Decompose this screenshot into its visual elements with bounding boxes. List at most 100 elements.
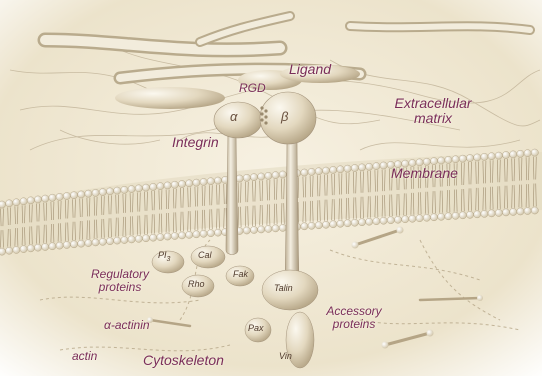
lipid-head	[186, 180, 193, 187]
lipid-head	[6, 200, 13, 207]
lipid-head	[121, 236, 128, 243]
lipid-head	[99, 238, 106, 245]
lipid-head	[495, 152, 502, 159]
lipid-head	[171, 181, 178, 188]
lipid-head	[49, 194, 56, 201]
pi3-base: PI	[158, 250, 167, 260]
regulatory-line-2: proteins	[80, 281, 160, 294]
lipid-head	[171, 232, 178, 239]
lipid-head	[510, 151, 517, 158]
integrin-label: Integrin	[172, 135, 219, 150]
lipid-head	[452, 156, 459, 163]
lipid-head	[265, 225, 272, 232]
lipid-head	[78, 240, 85, 247]
lipid-head	[150, 234, 157, 241]
lipid-head	[438, 213, 445, 220]
regulatory-line-1: Regulatory	[80, 268, 160, 281]
lipid-head	[430, 214, 437, 221]
lipid-head	[128, 236, 135, 243]
membrane-label: Membrane	[391, 166, 458, 181]
lipid-head	[337, 166, 344, 173]
lipid-head	[13, 199, 20, 206]
lipid-head	[416, 215, 423, 222]
lipid-head	[452, 212, 459, 219]
lipid-head	[63, 192, 70, 199]
lipid-head	[272, 225, 279, 232]
lipid-head	[308, 222, 315, 229]
lipid-head	[42, 195, 49, 202]
lipid-head	[106, 188, 113, 195]
lipid-head	[250, 226, 257, 233]
ecm-line-2: matrix	[388, 111, 478, 126]
accessory-proteins-label: Accessory proteins	[314, 305, 394, 330]
lipid-head	[445, 213, 452, 220]
lipid-head	[459, 212, 466, 219]
lipid-head	[531, 149, 538, 156]
lipid-head	[308, 168, 315, 175]
lipid-head	[27, 245, 34, 252]
lipid-head	[517, 150, 524, 157]
lipid-head	[322, 221, 329, 228]
lipid-head	[366, 163, 373, 170]
lipid-head	[488, 153, 495, 160]
lipid-head	[6, 247, 13, 254]
lipid-head	[236, 175, 243, 182]
beta-subunit-label: β	[281, 110, 288, 124]
lipid-head	[164, 233, 171, 240]
lipid-head	[481, 153, 488, 160]
lipid-head	[279, 224, 286, 231]
lipid-head	[279, 171, 286, 178]
lipid-head	[344, 220, 351, 227]
lipid-head	[337, 220, 344, 227]
lipid-head	[13, 246, 20, 253]
lipid-head	[135, 185, 142, 192]
lipid-head	[330, 166, 337, 173]
lipid-head	[20, 245, 27, 252]
lipid-head	[186, 231, 193, 238]
lipid-head	[531, 207, 538, 214]
cal-label: Cal	[198, 251, 212, 260]
lipid-head	[78, 191, 85, 198]
lipid-head	[466, 211, 473, 218]
lipid-head	[402, 216, 409, 223]
lipid-head	[258, 226, 265, 233]
pax-label: Pax	[248, 324, 264, 333]
lipid-head	[445, 156, 452, 163]
lipid-head	[272, 172, 279, 179]
lipid-head	[502, 209, 509, 216]
lipid-head	[63, 241, 70, 248]
lipid-head	[243, 227, 250, 234]
lipid-head	[459, 155, 466, 162]
lipid-head	[524, 207, 531, 214]
lipid-head	[380, 162, 387, 169]
lipid-head	[200, 178, 207, 185]
pi3-label: PI3	[158, 251, 170, 263]
lipid-head	[358, 219, 365, 226]
lipid-head	[265, 172, 272, 179]
lipid-head	[351, 164, 358, 171]
lipid-head	[243, 174, 250, 181]
lipid-head	[27, 197, 34, 204]
lipid-head	[42, 243, 49, 250]
lipid-head	[344, 165, 351, 172]
lipid-head	[193, 179, 200, 186]
lipid-head	[56, 242, 63, 249]
lipid-head	[495, 209, 502, 216]
lipid-head	[373, 218, 380, 225]
ecm-line-1: Extracellular	[388, 96, 478, 111]
lipid-head	[128, 185, 135, 192]
lipid-head	[85, 190, 92, 197]
accessory-line-1: Accessory	[314, 305, 394, 318]
lipid-head	[157, 183, 164, 190]
lipid-head	[358, 164, 365, 171]
lipid-head	[70, 192, 77, 199]
lipid-head	[142, 184, 149, 191]
rgd-label: RGD	[239, 82, 266, 95]
lipid-head	[214, 177, 221, 184]
lipid-head	[164, 182, 171, 189]
lipid-head	[466, 154, 473, 161]
lipid-head	[20, 198, 27, 205]
lipid-head	[488, 210, 495, 217]
rho-label: Rho	[188, 280, 205, 289]
